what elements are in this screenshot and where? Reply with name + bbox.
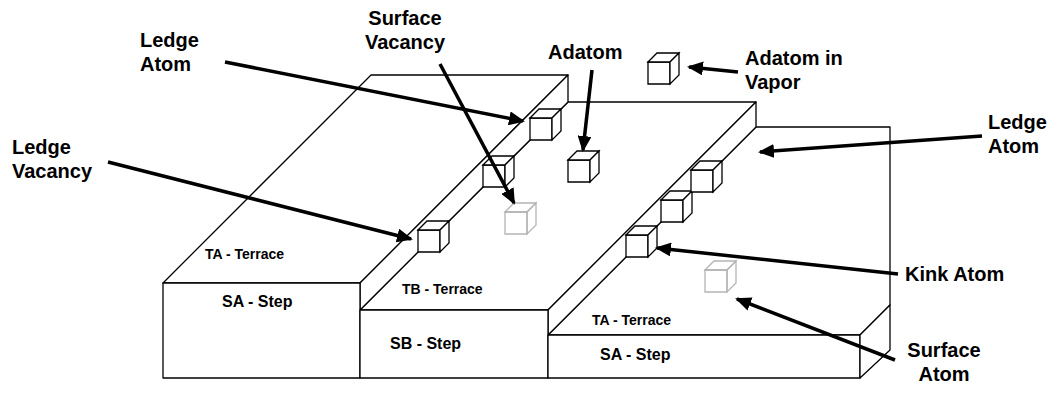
step-label: SA - Step xyxy=(600,345,671,364)
leader-arrows xyxy=(108,62,982,360)
callout-label: Surface Vacancy xyxy=(356,6,454,54)
callout-label: Adatom in Vapor xyxy=(745,46,857,94)
terrace-label: TB - Terrace xyxy=(402,281,483,298)
terrace-label: TA - Terrace xyxy=(205,246,284,263)
crystal-slab xyxy=(163,75,890,378)
terrace-label: TA - Terrace xyxy=(592,312,671,329)
atom-cubes xyxy=(418,53,736,292)
callout-label: Ledge Atom xyxy=(140,28,210,76)
callout-label: Surface Atom xyxy=(900,338,988,386)
step-label: SA - Step xyxy=(222,292,293,311)
step-label: SB - Step xyxy=(390,334,461,353)
callout-label: Ledge Vacancy xyxy=(12,135,102,183)
callout-label: Ledge Atom xyxy=(988,110,1058,158)
callout-label: Adatom xyxy=(548,40,622,64)
callout-label: Kink Atom xyxy=(905,262,1004,286)
